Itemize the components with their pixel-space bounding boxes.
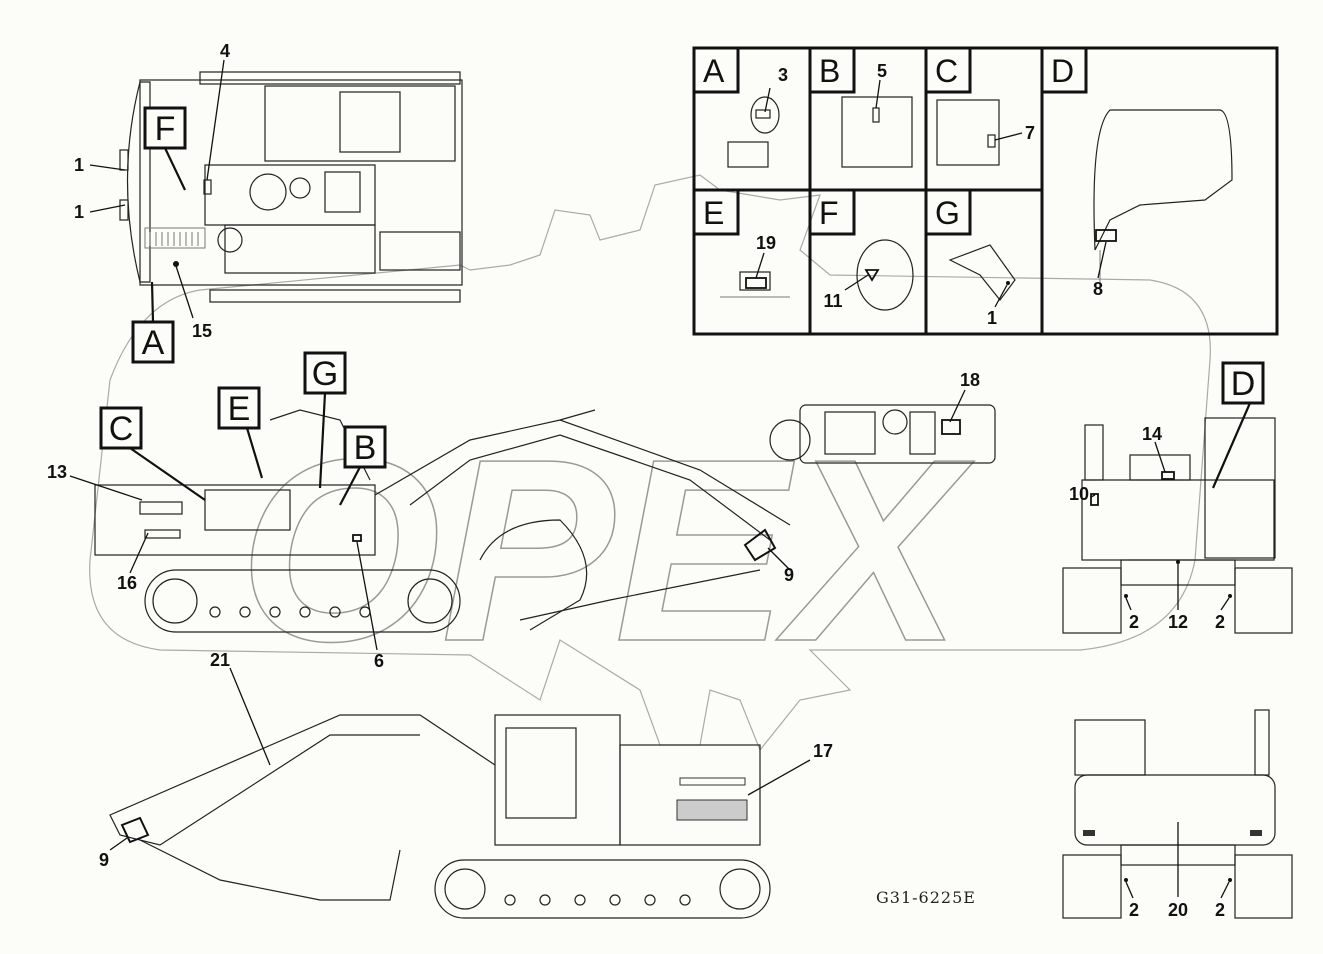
callout-14: 14 <box>1142 424 1162 444</box>
view-label-e: E <box>228 390 251 428</box>
callout-17: 17 <box>813 741 833 761</box>
callout-1: 1 <box>74 155 84 175</box>
callout-20: 20 <box>1168 900 1188 920</box>
view-label-letters: F A C E G B D <box>109 110 1256 467</box>
callout-6: 6 <box>374 651 384 671</box>
callout-8: 8 <box>1093 279 1103 299</box>
detail-grid-letters: A B C D E F G <box>703 53 1074 231</box>
watermark-gear <box>89 174 1211 752</box>
svg-text:D: D <box>1051 53 1074 89</box>
callout-2: 2 <box>1215 900 1225 920</box>
callout-9: 9 <box>99 850 109 870</box>
view-label-boxes <box>99 106 1265 469</box>
front-view-machine <box>1062 709 1293 919</box>
svg-text:B: B <box>819 53 840 89</box>
callout-3: 3 <box>778 65 788 85</box>
callout-12: 12 <box>1168 612 1188 632</box>
callout-4: 4 <box>220 41 230 61</box>
drawing-code: G31-6225E <box>876 888 976 907</box>
svg-text:C: C <box>935 53 958 89</box>
callout-10: 10 <box>1069 484 1089 504</box>
callout-numbers: 1 1 4 15 13 16 6 9 18 10 14 12 2 2 3 5 7… <box>47 41 1225 920</box>
cab-top-view <box>769 404 996 464</box>
svg-text:G: G <box>935 195 960 231</box>
bottom-side-view-machine <box>109 714 771 919</box>
callout-1: 1 <box>74 202 84 222</box>
view-label-c: C <box>109 410 134 448</box>
svg-text:E: E <box>703 195 724 231</box>
callout-18: 18 <box>960 370 980 390</box>
callout-13: 13 <box>47 462 67 482</box>
callout-2: 2 <box>1215 612 1225 632</box>
callout-11: 11 <box>823 291 842 311</box>
view-label-g: G <box>312 355 338 393</box>
callout-16: 16 <box>117 573 137 593</box>
view-label-b: B <box>354 429 377 467</box>
svg-text:F: F <box>819 195 839 231</box>
callout-2: 2 <box>1129 900 1139 920</box>
top-view-machine <box>119 71 463 303</box>
view-label-f: F <box>155 110 176 148</box>
callout-1: 1 <box>987 308 997 328</box>
view-label-d: D <box>1231 365 1256 403</box>
callout-21: 21 <box>210 650 230 670</box>
callout-15: 15 <box>192 321 212 341</box>
callout-5: 5 <box>877 61 887 81</box>
callout-2: 2 <box>1129 612 1139 632</box>
callout-19: 19 <box>756 233 776 253</box>
view-label-a: A <box>142 324 165 362</box>
detail-grid <box>692 46 1279 336</box>
callout-9: 9 <box>784 565 794 585</box>
leader-lines <box>69 59 1252 899</box>
svg-text:A: A <box>703 53 725 89</box>
callout-7: 7 <box>1025 123 1035 143</box>
